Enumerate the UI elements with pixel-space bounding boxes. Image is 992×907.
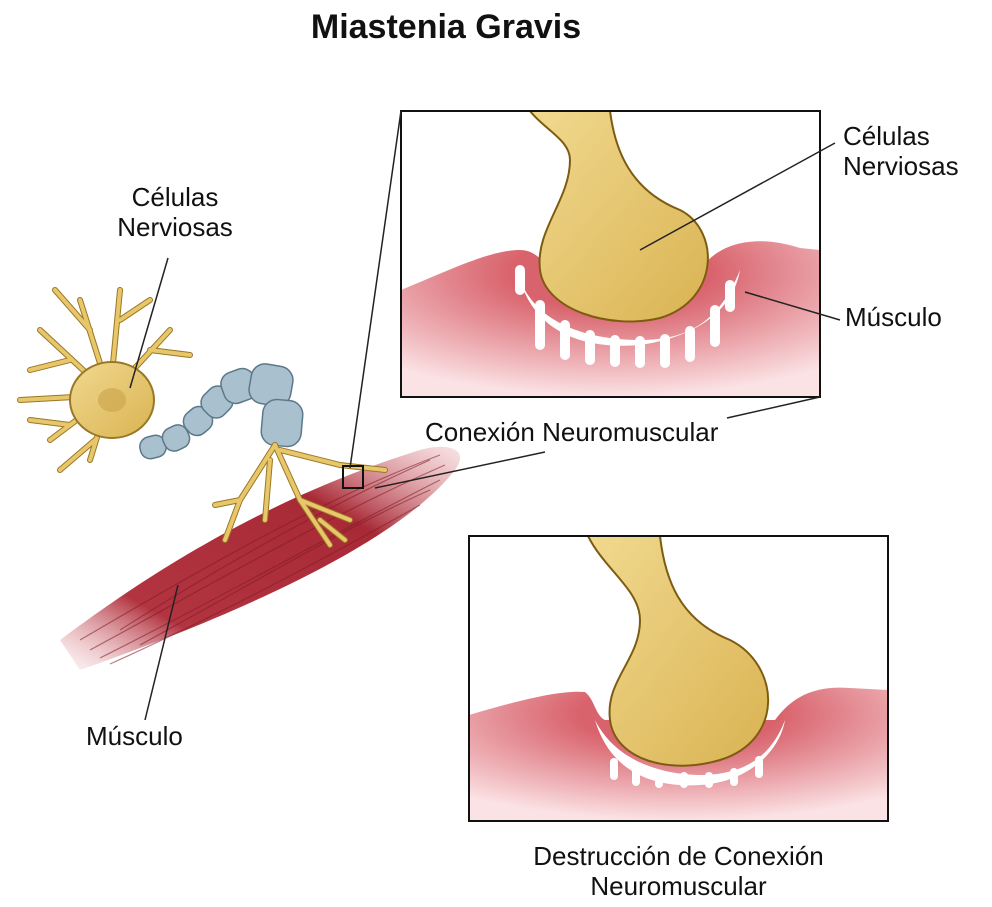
nerve-cells-label-inset-line2: Nerviosas xyxy=(843,152,959,182)
neuromuscular-junction-label: Conexión Neuromuscular xyxy=(425,418,718,448)
page-title: Miastenia Gravis xyxy=(0,8,892,47)
destruction-label: Destrucción de Conexión Neuromuscular xyxy=(469,842,888,902)
axon xyxy=(138,362,304,461)
nerve-cells-label-left-line1: Células xyxy=(95,183,255,213)
destruction-label-line1: Destrucción de Conexión xyxy=(469,842,888,872)
destruction-label-line2: Neuromuscular xyxy=(469,872,888,902)
top-inset xyxy=(401,111,820,397)
nerve-cells-label-inset: Células Nerviosas xyxy=(843,122,959,182)
muscle-label-inset: Músculo xyxy=(845,303,942,333)
nerve-cells-label-left-line2: Nerviosas xyxy=(95,213,255,243)
muscle-label-left: Músculo xyxy=(86,722,183,752)
nerve-cells-label-left: Células Nerviosas xyxy=(95,183,255,243)
nerve-cells-label-inset-line1: Células xyxy=(843,122,959,152)
bottom-inset xyxy=(469,536,888,821)
muscle-bundle xyxy=(60,447,460,670)
